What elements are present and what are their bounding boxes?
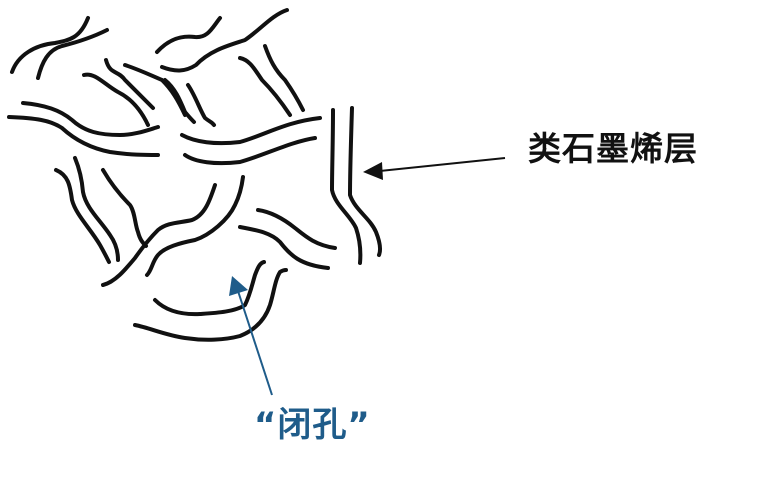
arrowhead-icon <box>229 276 248 296</box>
layer-curve <box>101 183 217 287</box>
layer-curve <box>104 58 155 110</box>
layer-curve <box>256 208 337 250</box>
layer-curve <box>145 175 245 277</box>
layer-curve <box>330 108 363 265</box>
closed-pore-arrow <box>229 276 273 396</box>
layer-curve <box>263 44 305 112</box>
layer-curve <box>186 83 216 127</box>
closed-pore-label: “闭孔” <box>254 405 371 445</box>
layer-curve <box>73 156 120 262</box>
layer-curve <box>180 116 322 146</box>
layer-curve <box>155 16 222 54</box>
graphene-like-layers <box>7 8 382 342</box>
layer-curve <box>183 136 317 166</box>
layer-curve <box>101 168 148 248</box>
layer-curve <box>10 16 90 74</box>
layer-curve <box>163 78 196 124</box>
layer-curve <box>153 260 266 317</box>
layer-curve <box>7 115 160 157</box>
layer-curve <box>348 106 382 257</box>
layer-curve <box>82 72 150 127</box>
graphene-layer-label: 类石墨烯层 <box>528 129 698 168</box>
layer-curve <box>160 8 289 73</box>
layer-curve <box>238 56 292 117</box>
layer-curve <box>238 225 330 270</box>
graphene-layer-arrow <box>363 157 506 180</box>
layer-curve <box>54 168 111 264</box>
layer-curve <box>133 268 288 342</box>
arrowhead-icon <box>363 162 383 180</box>
layer-curve <box>36 28 109 80</box>
layer-curve <box>21 101 160 137</box>
